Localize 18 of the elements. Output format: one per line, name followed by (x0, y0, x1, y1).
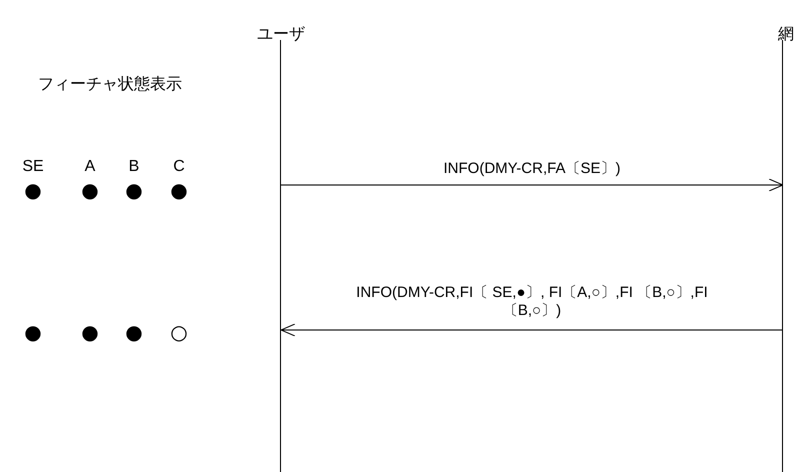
heading: フィーチャ状態表示 (38, 74, 182, 95)
lifeline-header: ユーザ (257, 24, 305, 45)
state-mark: ● (81, 178, 99, 202)
feature-name: A (84, 158, 96, 176)
state-mark: ○ (170, 320, 188, 344)
feature-name: B (128, 158, 140, 176)
lifeline-header: 網 (778, 24, 794, 45)
edge-label: INFO(DMY-CR,FA〔SE〕) (444, 160, 620, 178)
feature-name: SE (22, 158, 44, 176)
state-mark: ● (125, 320, 143, 344)
message-arrow (280, 324, 784, 336)
message-arrow (280, 178, 784, 192)
feature-name: C (173, 158, 185, 176)
state-mark: ● (24, 178, 42, 202)
state-mark: ● (24, 320, 42, 344)
state-mark: ● (125, 178, 143, 202)
state-mark: ● (170, 178, 188, 202)
state-mark: ● (81, 320, 99, 344)
